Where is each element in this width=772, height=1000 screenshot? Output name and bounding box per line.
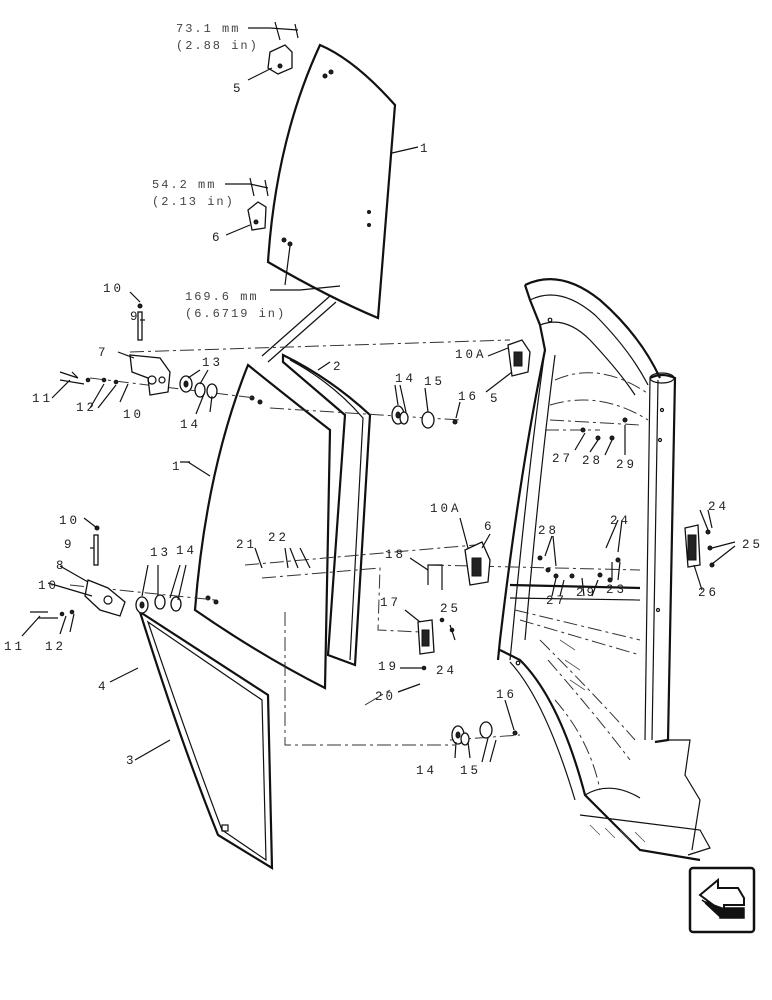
callout-24-latch: 24 [436,664,457,678]
seal-gasket [281,353,372,667]
callout-9-upper: 9 [130,310,141,324]
lower-hinge-assembly [30,525,182,619]
upper-glass-detail [266,43,397,320]
callout-15-bottom: 15 [460,764,481,778]
callout-19: 19 [378,660,399,674]
callout-25-latch: 25 [440,602,461,616]
dim-54-metric: 54.2 mm [152,178,216,192]
callout-5-frame: 5 [490,392,501,406]
detail-link-lines [261,295,337,363]
frame-bracket-26 [684,524,701,568]
callout-1-main: 1 [172,460,183,474]
callout-4: 4 [98,680,109,694]
callout-27-lower: 27 [546,594,567,608]
latch-parts [417,564,455,671]
callout-29-lower: 29 [576,586,597,600]
washer-stack-lower [135,594,182,614]
callout-24-mid: 24 [610,514,631,528]
callout-9-lower: 9 [64,538,75,552]
callout-10-upper-b: 10 [123,408,144,422]
callout-27-upper: 27 [552,452,573,466]
callout-13-lower: 13 [150,546,171,560]
callout-1-top: 1 [420,142,431,156]
callout-14-bottom: 14 [416,764,437,778]
cab-frame [496,278,711,862]
callout-6-top: 6 [212,231,223,245]
callout-3: 3 [126,754,137,768]
callout-13-upper: 13 [202,356,223,370]
callout-10-upper: 10 [103,282,124,296]
callout-5-top: 5 [233,82,244,96]
washer-stack-upper [179,375,218,399]
callout-25-right: 25 [742,538,763,552]
dim-73-imperial: (2.88 in) [176,39,259,53]
lower-panel [138,609,274,870]
callout-22: 22 [268,531,289,545]
dimension-lines [225,21,341,291]
callout-17: 17 [380,596,401,610]
callout-2: 2 [333,360,344,374]
main-glass-panel [193,363,332,690]
frame-bracket-mid [464,541,491,586]
callout-23: 23 [606,583,627,597]
callout-14-lower: 14 [176,544,197,558]
callout-14-right: 14 [395,372,416,386]
callout-6-frame: 6 [484,520,495,534]
washer-set-lower-right [451,721,518,746]
dim-54-imperial: (2.13 in) [152,195,235,209]
callout-16-right: 16 [458,390,479,404]
upper-hinge-assembly [59,303,218,399]
callout-28-lower: 28 [538,524,559,538]
callout-28-upper: 28 [582,454,603,468]
callout-12-upper: 12 [76,401,97,415]
callout-12-lower: 12 [45,640,66,654]
callout-11-upper: 11 [32,392,53,406]
callout-8: 8 [56,559,67,573]
callout-29-upper: 29 [616,458,637,472]
dim-169-metric: 169.6 mm [185,290,259,304]
callout-15-right: 15 [424,375,445,389]
dim-73-metric: 73.1 mm [176,22,240,36]
callout-16-lower: 16 [496,688,517,702]
frame-bracket-upper [507,339,531,377]
leader-lines [21,67,736,763]
hinge-bracket-5-top [267,44,293,75]
washer-set-upper-right [391,405,458,429]
fasteners-right [537,417,715,583]
callout-24-right: 24 [708,500,729,514]
hinge-bracket-6-top [247,201,267,231]
dim-169-imperial: (6.6719 in) [185,307,286,321]
callout-14-upper: 14 [180,418,201,432]
callout-10A-upper: 10A [455,348,487,362]
callout-7: 7 [98,346,109,360]
callout-21: 21 [236,538,257,552]
arrow-navigation-icon[interactable] [688,866,756,934]
callout-18: 18 [385,548,406,562]
callout-26: 26 [698,586,719,600]
callout-20: 20 [375,690,396,704]
callout-11-lower: 11 [4,640,25,654]
callout-10A-mid: 10A [430,502,462,516]
callout-10-lower-b: 10 [38,579,59,593]
callout-10-lower: 10 [59,514,80,528]
